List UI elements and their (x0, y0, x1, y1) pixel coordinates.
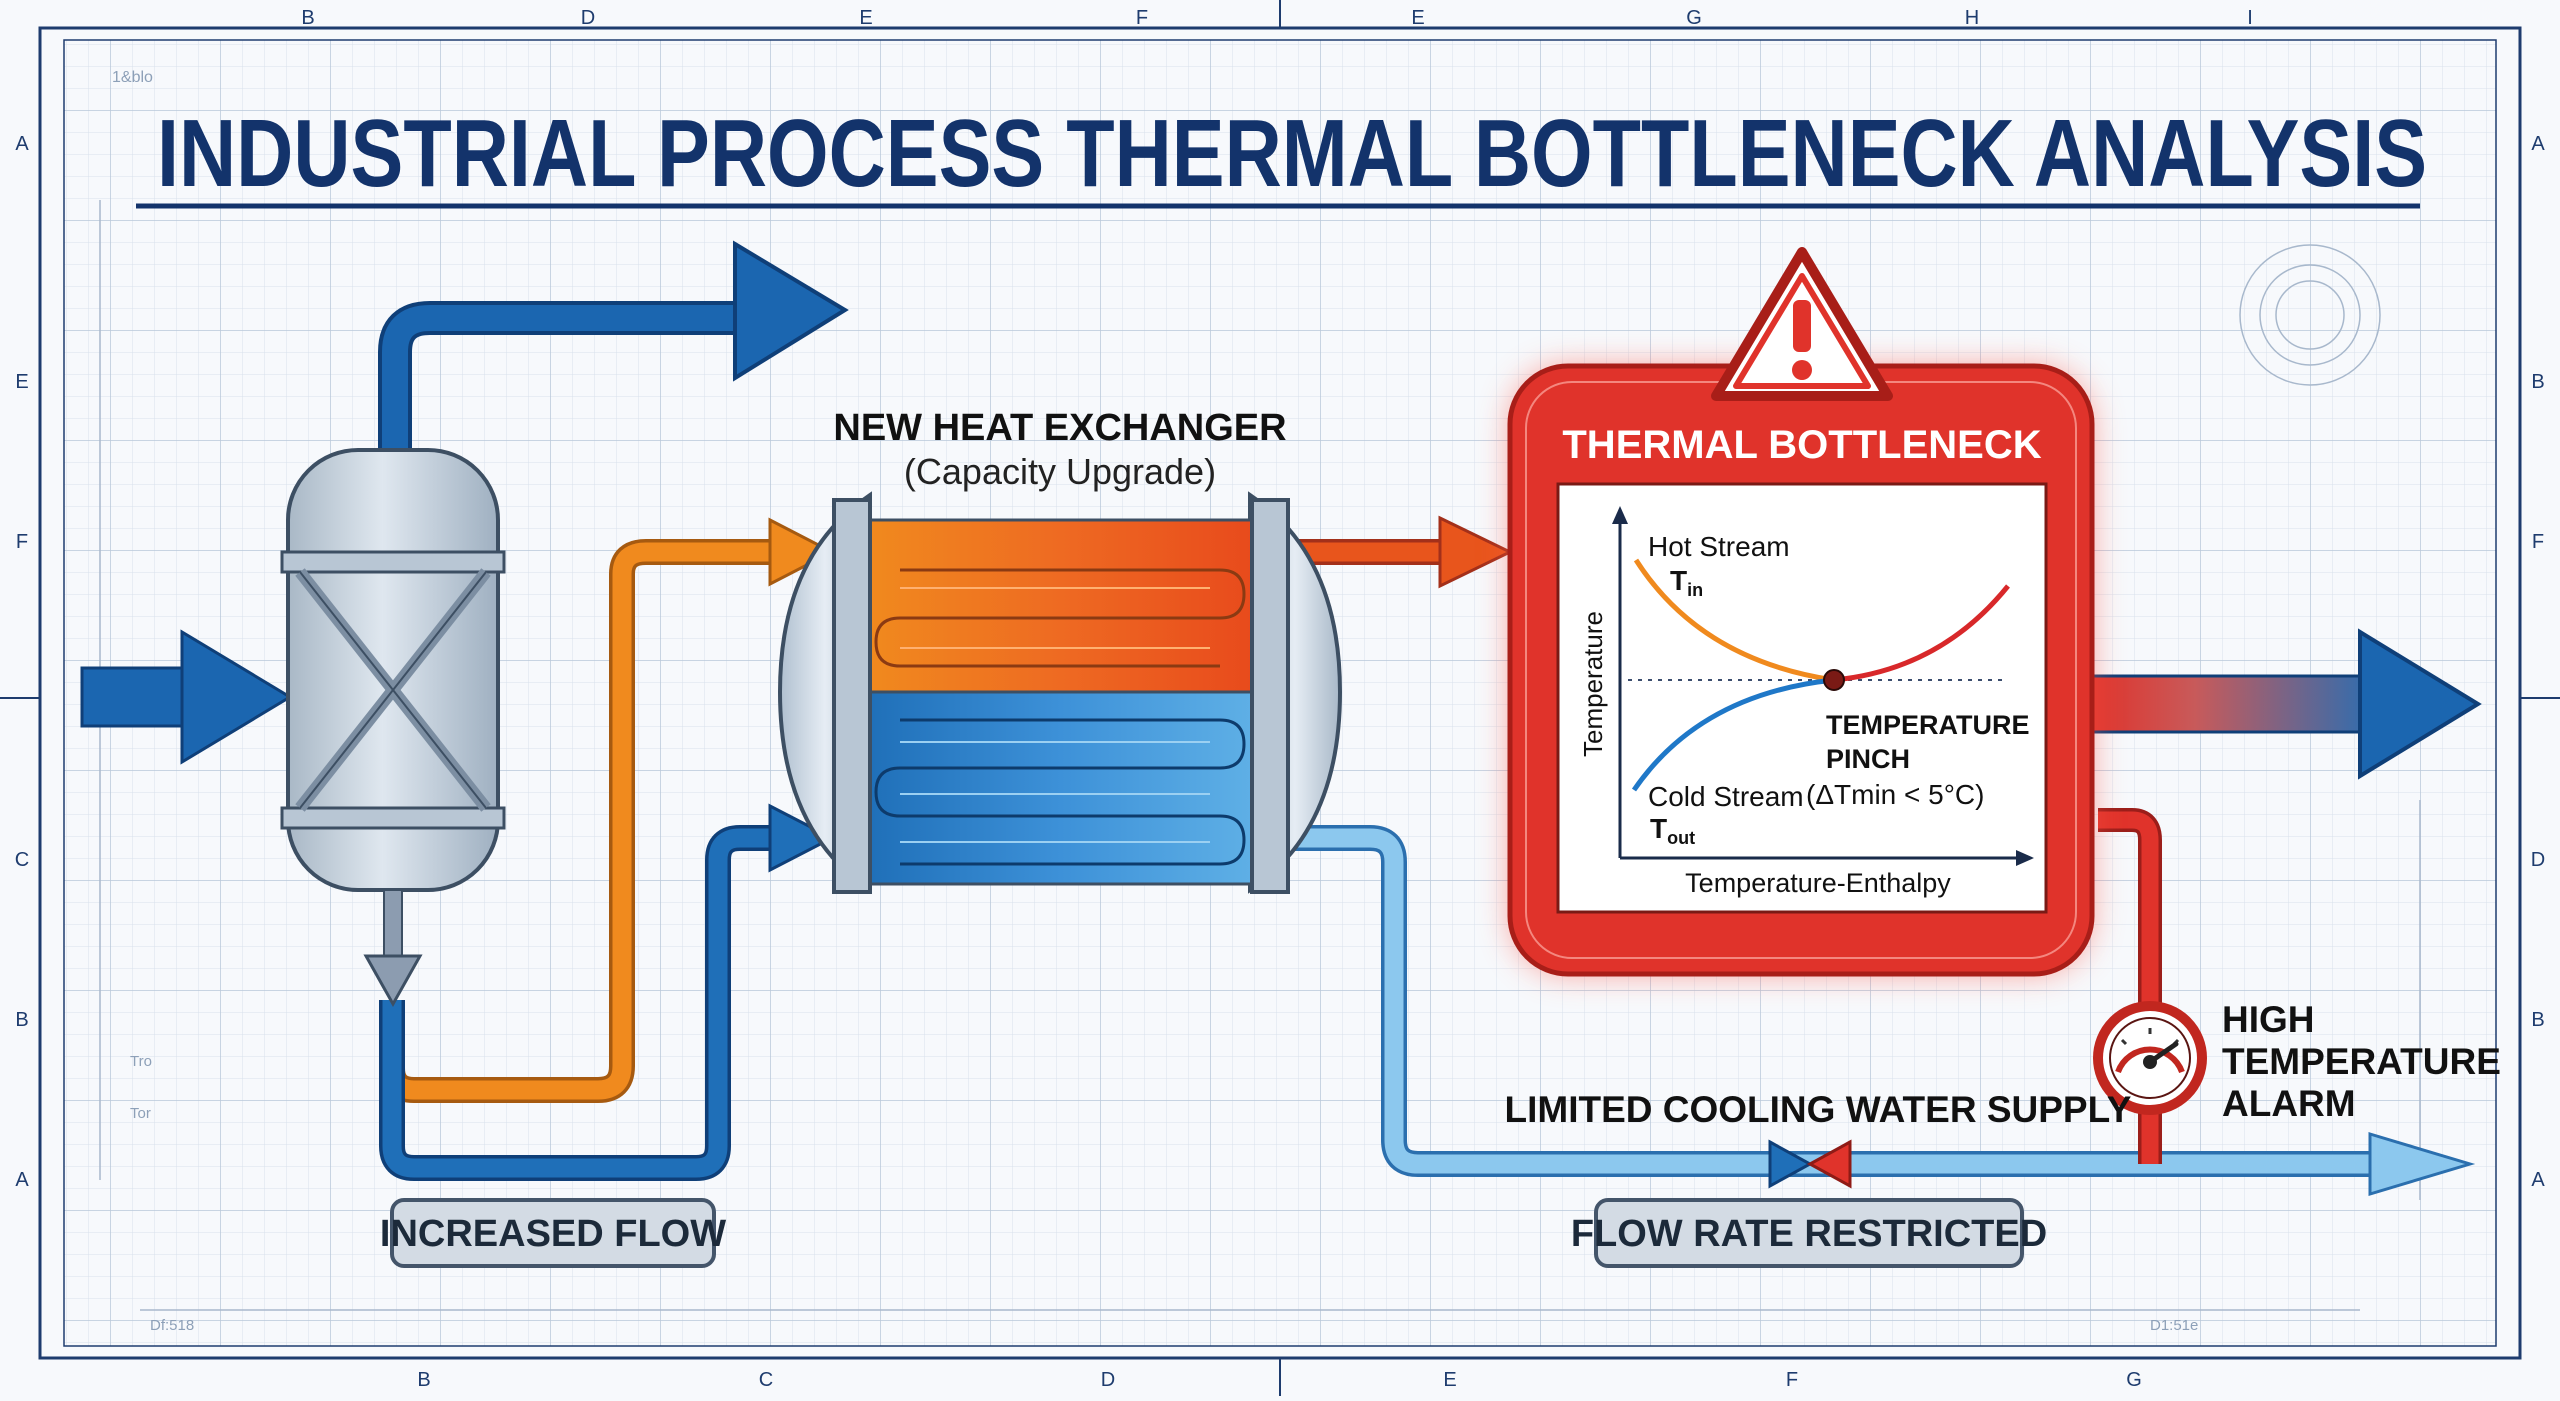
chart-x-axis-label: Temperature-Enthalpy (1685, 868, 1951, 898)
restriction-valve-icon (1768, 1139, 1852, 1189)
grid-label-right-3: D (2531, 849, 2545, 871)
grid-label-right-4: B (2531, 1009, 2544, 1031)
hot-stream-label: Hot Stream (1648, 531, 1790, 562)
inlet-arrow (80, 629, 293, 765)
grid-label-bottom-3: E (1443, 1369, 1456, 1391)
grid-label-top-7: I (2247, 7, 2253, 29)
grid-row-labels-left: A E F C B A (15, 133, 30, 1191)
alarm-label-3: ALARM (2222, 1083, 2356, 1124)
grid-label-top-5: G (1686, 7, 1702, 29)
note-left-bottom: Df:518 (150, 1317, 194, 1334)
cold-stream-symbol: Tout (1650, 813, 1695, 848)
grid-label-top-2: E (859, 7, 872, 29)
increased-flow-badge: INCREASED FLOW (380, 1198, 726, 1268)
alarm-label-2: TEMPERATURE (2222, 1041, 2501, 1082)
left-tag-2: Tor (130, 1105, 151, 1122)
vapor-outlet-pipe (378, 240, 849, 450)
left-tag-1: Tro (130, 1053, 152, 1070)
pinch-point (1823, 669, 1845, 691)
cold-feed-pipe (379, 803, 836, 1181)
separator-vessel (280, 448, 506, 1008)
alarm-label-1: HIGH (2222, 999, 2315, 1040)
pressure-gauge-icon (2093, 1001, 2207, 1115)
grid-label-top-1: D (581, 7, 595, 29)
pinch-condition: (ΔTmin < 5°C) (1806, 779, 1984, 810)
grid-label-left-3: C (15, 849, 29, 871)
grid-label-top-0: B (301, 7, 314, 29)
grid-label-right-0: A (2531, 133, 2545, 155)
thermal-bottleneck-panel (1507, 363, 2095, 977)
note-right-bottom: D1:51e (2150, 1317, 2198, 1334)
grid-label-top-4: E (1411, 7, 1424, 29)
grid-label-left-5: A (15, 1169, 29, 1191)
sheet-code: 1&blo (112, 69, 153, 86)
increased-flow-text: INCREASED FLOW (380, 1213, 726, 1255)
grid-label-left-1: E (15, 371, 28, 393)
flow-restricted-text: FLOW RATE RESTRICTED (1571, 1213, 2047, 1255)
grid-label-bottom-0: B (417, 1369, 430, 1391)
heat-exchanger-sublabel: (Capacity Upgrade) (904, 451, 1216, 492)
hot-stream-curve (1633, 558, 1835, 683)
pinch-label-1: TEMPERATURE (1826, 710, 2030, 740)
temperature-enthalpy-chart: Hot Stream Tin Cold Stream Tout TEMPERAT… (1578, 506, 2034, 898)
chart-y-axis-label: Temperature (1578, 611, 1608, 757)
grid-label-right-1: B (2531, 371, 2544, 393)
grid-row-labels-right: A B F D B A (2531, 133, 2546, 1191)
grid-label-left-2: F (16, 531, 28, 553)
cooling-water-line (1290, 825, 2476, 1197)
grid-label-left-4: B (15, 1009, 28, 1031)
hot-stream-symbol: Tin (1670, 565, 1703, 600)
grid-label-bottom-5: G (2126, 1369, 2142, 1391)
grid-label-top-6: H (1965, 7, 1979, 29)
grid-label-right-5: A (2531, 1169, 2545, 1191)
flow-restricted-badge: FLOW RATE RESTRICTED (1571, 1198, 2047, 1268)
warning-icon (1711, 247, 1893, 401)
cold-stream-label: Cold Stream (1648, 781, 1804, 812)
main-outlet-arrow (2088, 628, 2482, 780)
grid-column-labels-bottom: B C D E F G (417, 1369, 2141, 1391)
hot-stream-tail (1833, 584, 2010, 683)
grid-label-bottom-1: C (759, 1369, 773, 1391)
grid-label-right-2: F (2532, 531, 2544, 553)
cooling-water-label: LIMITED COOLING WATER SUPPLY (1505, 1089, 2132, 1130)
hot-outlet-pipe (1290, 515, 1514, 589)
page-title: INDUSTRIAL PROCESS THERMAL BOTTLENECK AN… (157, 100, 2427, 207)
grid-label-left-0: A (15, 133, 29, 155)
grid-label-bottom-4: F (1786, 1369, 1798, 1391)
alarm-riser-pipe (2098, 808, 2162, 1164)
grid-label-bottom-2: D (1101, 1369, 1115, 1391)
heat-exchanger-label: NEW HEAT EXCHANGER (833, 407, 1286, 449)
bottleneck-label: THERMAL BOTTLENECK (1562, 423, 2041, 467)
grid-label-top-3: F (1136, 7, 1148, 29)
pinch-label-2: PINCH (1826, 744, 1910, 774)
heat-exchanger (777, 491, 1343, 894)
cold-stream-curve (1631, 677, 1835, 792)
